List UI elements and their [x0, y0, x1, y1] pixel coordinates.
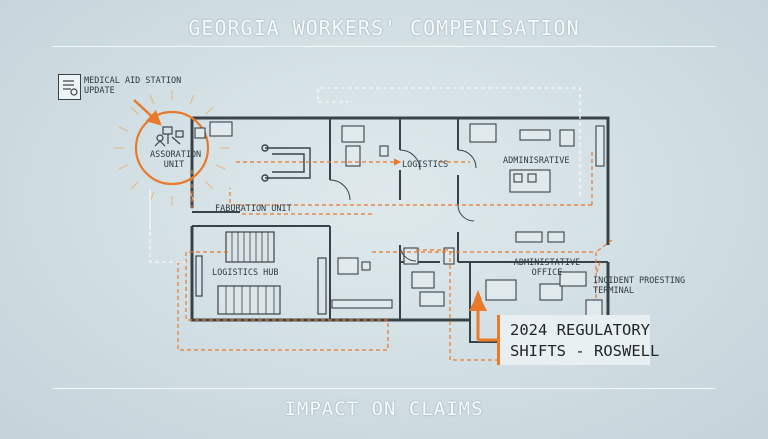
medical-aid-label: MEDICAL AID STATION UPDATE [84, 76, 182, 96]
admin-office-label: ADMINISTATIVE OFFICE [513, 258, 581, 278]
page-title: GEORGIA WORKERS' COMPENISATION [188, 16, 580, 40]
fabrication-unit-label: FABURATION UNIT [215, 204, 292, 214]
footer-caption: IMPACT ON CLAIMS [284, 398, 484, 420]
conveyor [261, 144, 311, 182]
incident-terminal-label: INCIDENT PROESTING TERMINAL [593, 276, 686, 296]
callout-line-2: SHIFTS - ROSWELL [510, 342, 660, 360]
logistics-label: LOGISTICS [402, 160, 449, 170]
callout-line-1: 2024 REGULATORY [510, 321, 650, 339]
medical-arrow [133, 99, 162, 126]
title-divider [52, 46, 716, 47]
furniture [194, 121, 605, 329]
logistics-hub-label: LOGISTICS HUB [212, 268, 279, 278]
logistics-hub-shelves [195, 231, 327, 315]
interior-walls [192, 118, 608, 343]
flow-lines [177, 150, 613, 361]
administrative-label: ADMINISRATIVE [503, 156, 570, 166]
light-flow-lines [149, 87, 581, 263]
footer-divider [52, 388, 716, 389]
unit-icon [154, 126, 184, 147]
document-icon [58, 74, 81, 100]
regulatory-callout: 2024 REGULATORY SHIFTS - ROSWELL [497, 315, 659, 365]
medical-aid-station [114, 90, 230, 206]
door-swings [329, 149, 477, 262]
assoration-unit-label: ASSORATION UNIT [150, 150, 202, 170]
